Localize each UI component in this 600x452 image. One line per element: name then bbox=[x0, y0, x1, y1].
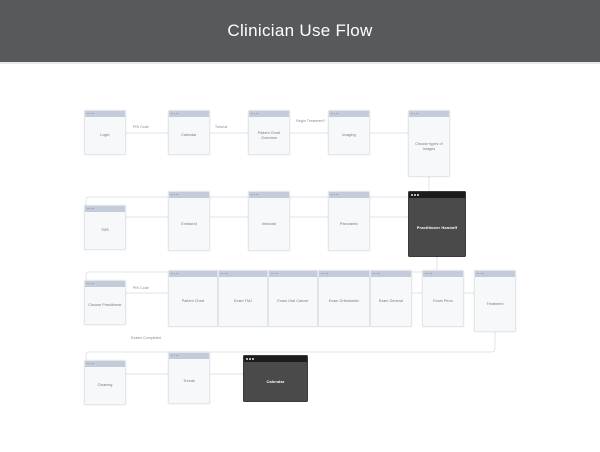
node-choose-types-of-images[interactable]: Choose types of Images bbox=[408, 110, 450, 177]
node-titlebar bbox=[423, 271, 463, 277]
window-dots-icon bbox=[221, 272, 228, 275]
flow-diagram-canvas[interactable]: PIN Code Tutorial Begin Treatment? PIN C… bbox=[0, 64, 600, 452]
node-tms[interactable]: TMS bbox=[84, 205, 126, 250]
node-label: Calendar bbox=[181, 133, 197, 138]
window-dots-icon bbox=[411, 112, 418, 115]
edge-label-exams-completed: Exams Completed bbox=[131, 336, 161, 340]
window-dots-icon bbox=[171, 112, 178, 115]
window-dots-icon bbox=[321, 272, 328, 275]
node-label: Practitioner Handoff bbox=[416, 224, 458, 230]
node-label: Imaging bbox=[342, 133, 356, 138]
window-dots-icon bbox=[87, 282, 94, 285]
node-titlebar bbox=[169, 192, 209, 198]
window-dots-icon bbox=[331, 112, 338, 115]
node-titlebar bbox=[409, 111, 449, 117]
node-titlebar bbox=[219, 271, 267, 277]
node-label: Exam General bbox=[378, 299, 404, 304]
window-dots-icon bbox=[171, 272, 178, 275]
node-titlebar bbox=[319, 271, 369, 277]
node-label: Exam Oral Cancer bbox=[277, 299, 309, 304]
node-treatment[interactable]: Treatment bbox=[474, 270, 516, 332]
node-titlebar bbox=[249, 111, 289, 117]
window-dots-icon bbox=[87, 112, 94, 115]
node-titlebar bbox=[269, 271, 317, 277]
node-label: Treatment bbox=[486, 301, 504, 306]
node-extraoral[interactable]: Extraoral bbox=[168, 191, 210, 251]
node-login[interactable]: Login bbox=[84, 110, 126, 155]
edge-label-pin-code-1: PIN Code bbox=[133, 125, 149, 129]
node-label: Cleaning bbox=[97, 383, 113, 388]
node-titlebar bbox=[169, 271, 217, 277]
node-titlebar bbox=[169, 353, 209, 359]
node-label: Intraoral bbox=[261, 221, 277, 226]
node-titlebar bbox=[329, 192, 369, 198]
node-titlebar bbox=[85, 111, 125, 117]
node-titlebar bbox=[85, 206, 125, 212]
node-label: Patient Chart Overview bbox=[257, 131, 281, 140]
node-label: Exam Orthodontic bbox=[328, 299, 360, 304]
window-dots-icon bbox=[373, 272, 380, 275]
node-label: Exam Perio bbox=[433, 299, 453, 304]
node-exam-oral-cancer[interactable]: Exam Oral Cancer bbox=[268, 270, 318, 327]
window-dots-icon bbox=[251, 193, 258, 196]
header-divider bbox=[0, 62, 600, 64]
node-titlebar bbox=[475, 271, 515, 277]
window-dots-icon bbox=[171, 354, 178, 357]
window-dots-icon bbox=[331, 193, 338, 196]
node-exam-general[interactable]: Exam General bbox=[370, 270, 412, 327]
node-titlebar bbox=[85, 361, 125, 367]
window-dots-icon bbox=[87, 362, 94, 365]
window-dots-icon bbox=[425, 272, 432, 275]
node-trends[interactable]: Trends bbox=[168, 352, 210, 404]
page-title: Clinician Use Flow bbox=[227, 21, 373, 40]
window-dots-icon bbox=[411, 193, 419, 196]
node-titlebar bbox=[329, 111, 369, 117]
node-calendar-2[interactable]: Calendar bbox=[243, 355, 308, 402]
node-label: Patient Chart bbox=[181, 299, 205, 304]
window-dots-icon bbox=[251, 112, 258, 115]
node-imaging[interactable]: Imaging bbox=[328, 110, 370, 155]
node-label: Trends bbox=[183, 378, 195, 383]
node-choose-practitioner[interactable]: Choose Practitioner bbox=[84, 280, 126, 325]
node-label: Extraoral bbox=[181, 221, 197, 226]
node-titlebar bbox=[244, 356, 307, 362]
node-label: TMS bbox=[101, 228, 109, 233]
node-titlebar bbox=[169, 111, 209, 117]
window-dots-icon bbox=[477, 272, 484, 275]
node-exam-tmj[interactable]: Exam TMJ bbox=[218, 270, 268, 327]
node-titlebar bbox=[409, 192, 465, 198]
node-cleaning[interactable]: Cleaning bbox=[84, 360, 126, 405]
node-label: Calendar bbox=[266, 379, 285, 384]
node-label: Choose types of Images bbox=[415, 142, 443, 151]
edge-label-tutorial: Tutorial bbox=[215, 125, 228, 129]
node-patient-chart[interactable]: Patient Chart bbox=[168, 270, 218, 327]
node-practitioner-handoff[interactable]: Practitioner Handoff bbox=[408, 191, 466, 257]
window-dots-icon bbox=[171, 193, 178, 196]
node-exam-orthodontic[interactable]: Exam Orthodontic bbox=[318, 270, 370, 327]
node-label: Choose Practitioner bbox=[88, 303, 122, 308]
node-intraoral[interactable]: Intraoral bbox=[248, 191, 290, 251]
node-titlebar bbox=[371, 271, 411, 277]
node-label: Login bbox=[100, 133, 110, 138]
window-dots-icon bbox=[246, 357, 254, 360]
node-calendar-1[interactable]: Calendar bbox=[168, 110, 210, 155]
node-exam-perio[interactable]: Exam Perio bbox=[422, 270, 464, 327]
window-dots-icon bbox=[87, 207, 94, 210]
node-titlebar bbox=[85, 281, 125, 287]
node-panoramic[interactable]: Panoramic bbox=[328, 191, 370, 251]
node-patient-chart-overview[interactable]: Patient Chart Overview bbox=[248, 110, 290, 155]
node-titlebar bbox=[249, 192, 289, 198]
app-header: Clinician Use Flow bbox=[0, 0, 600, 62]
node-label: Panoramic bbox=[339, 221, 359, 226]
edge-label-pin-code-2: PIN Code bbox=[133, 286, 149, 290]
window-dots-icon bbox=[271, 272, 278, 275]
node-label: Exam TMJ bbox=[234, 299, 252, 304]
edge-label-begin-treatment: Begin Treatment? bbox=[296, 119, 326, 123]
